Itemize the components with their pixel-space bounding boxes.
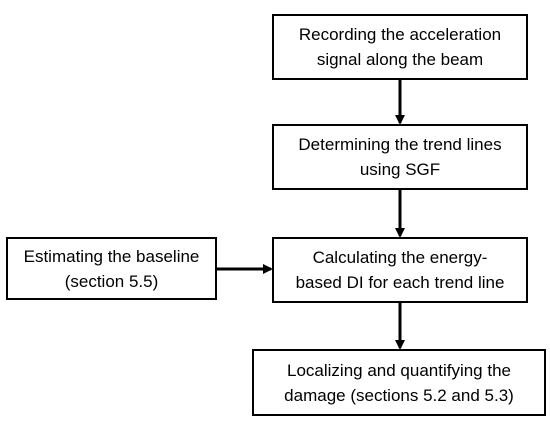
step-trend-lines-line1: Determining the trend lines [298, 135, 502, 154]
step-calculating-di-line1: Calculating the energy- [312, 248, 488, 267]
step-trend-lines-line2: using SGF [359, 160, 441, 179]
step-recording-line2: signal along the beam [316, 50, 484, 69]
step-trend-lines-box: Determining the trend lines using SGF [272, 124, 528, 190]
step-recording-line1: Recording the acceleration [298, 25, 502, 44]
step-calculating-di-line2: based DI for each trend line [295, 273, 505, 292]
step-baseline-box: Estimating the baseline (section 5.5) [6, 237, 217, 300]
step-baseline-line1: Estimating the baseline [23, 246, 200, 266]
step-calculating-di-box: Calculating the energy- based DI for eac… [272, 237, 528, 303]
step-localizing-line1: Localizing and quantifying the [287, 360, 511, 380]
step-baseline-line2: (section 5.5) [64, 271, 159, 291]
step-localizing-line2: damage (sections 5.2 and 5.3) [284, 385, 514, 405]
step-recording-box: Recording the acceleration signal along … [272, 14, 528, 80]
step-localizing-box: Localizing and quantifying the damage (s… [252, 349, 546, 416]
